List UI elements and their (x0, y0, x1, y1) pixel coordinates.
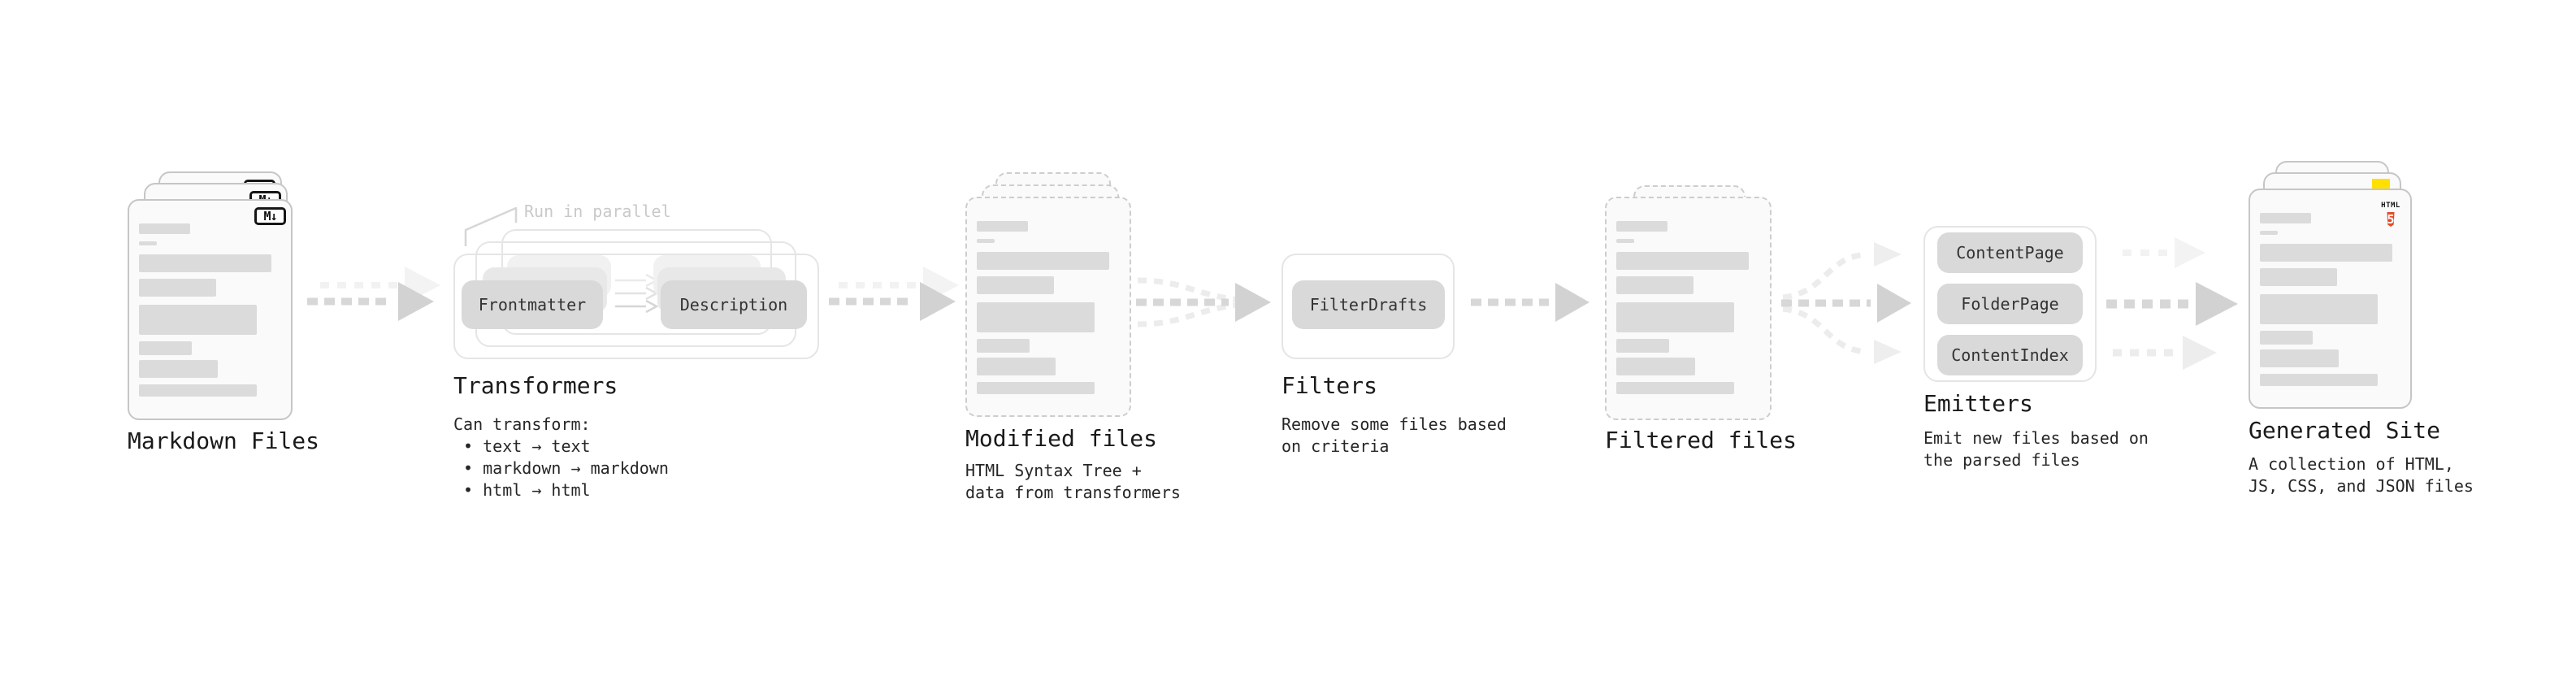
transformers-description: Can transform: • text → text • markdown … (453, 414, 669, 500)
frontmatter-pill: Frontmatter (462, 280, 603, 329)
skeleton-bar (1616, 239, 1634, 243)
skeleton-bar (139, 279, 216, 297)
skeleton-bar (2260, 231, 2278, 235)
skeleton-bar (139, 305, 257, 335)
filters-description: Remove some files based on criteria (1281, 414, 1507, 456)
skeleton-bar (1616, 252, 1749, 270)
stage-label-generated-site: Generated Site (2249, 417, 2441, 444)
modified-files-description: HTML Syntax Tree + data from transformer… (965, 461, 1181, 502)
filterdrafts-pill: FilterDrafts (1292, 280, 1445, 329)
skeleton-bar (1616, 382, 1734, 394)
stage-label-transformers: Transformers (453, 372, 618, 399)
arrow-markdown-to-transformers (307, 282, 434, 321)
skeleton-bar (977, 239, 995, 243)
skeleton-bar (2260, 294, 2378, 324)
run-in-parallel-note: Run in parallel (524, 202, 671, 221)
skeleton-bar (977, 276, 1054, 294)
filtered-file-front (1605, 197, 1772, 420)
stage-label-modified-files: Modified files (965, 425, 1158, 452)
html5-icon: HTML 5 (2380, 195, 2401, 229)
skeleton-bar (139, 384, 257, 397)
arrow-emitters-to-site (2106, 237, 2238, 370)
generated-site-description: A collection of HTML, JS, CSS, and JSON … (2249, 454, 2474, 496)
skeleton-bar (139, 254, 271, 272)
skeleton-bar (2260, 244, 2392, 262)
stage-label-emitters: Emitters (1923, 390, 2033, 417)
contentindex-pill: ContentIndex (1937, 335, 2083, 375)
description-pill: Description (661, 280, 807, 329)
markdown-file-front: M↓ (128, 199, 293, 420)
site-file-html: HTML 5 (2249, 189, 2412, 409)
skeleton-bar (2260, 374, 2378, 386)
skeleton-bar (2260, 268, 2337, 286)
skeleton-bar (1616, 358, 1695, 375)
skeleton-bar (977, 339, 1030, 353)
markdown-icon: M↓ (254, 207, 286, 225)
skeleton-bar (977, 221, 1028, 232)
contentpage-pill: ContentPage (1937, 232, 2083, 273)
skeleton-bar (1616, 221, 1667, 232)
doc-skeleton-bars (129, 201, 291, 397)
arrow-transformers-to-modified (829, 282, 956, 321)
doc-skeleton-bars (967, 198, 1130, 394)
skeleton-bar (139, 341, 192, 355)
emitters-description: Emit new files based on the parsed files (1923, 428, 2149, 470)
run-in-parallel-leader-line (464, 206, 518, 246)
arrow-modified-to-filters (1136, 277, 1271, 327)
transformer-frame-front (453, 254, 819, 359)
skeleton-bar (2260, 349, 2339, 367)
skeleton-bar (977, 252, 1109, 270)
html5-icon-shield: 5 (2387, 212, 2395, 227)
skeleton-bar (2260, 213, 2311, 223)
folderpage-pill: FolderPage (1937, 284, 2083, 324)
skeleton-bar (139, 241, 157, 245)
skeleton-bar (1616, 276, 1693, 294)
doc-skeleton-bars (1607, 198, 1770, 394)
arrow-filters-to-filtered (1471, 283, 1589, 322)
skeleton-bar (977, 358, 1056, 375)
stage-label-filtered-files: Filtered files (1605, 427, 1798, 453)
stage-label-filters: Filters (1281, 372, 1378, 399)
html5-icon-word: HTML (2381, 202, 2400, 210)
arrow-filtered-to-emitters (1781, 242, 1911, 364)
skeleton-bar (139, 360, 218, 378)
skeleton-bar (1616, 302, 1734, 332)
modified-file-front (965, 197, 1131, 417)
emitters-frame (1923, 226, 2097, 382)
skeleton-bar (139, 223, 190, 234)
skeleton-bar (2260, 331, 2313, 345)
filters-frame (1281, 254, 1455, 359)
skeleton-bar (977, 382, 1095, 394)
stage-label-markdown-files: Markdown Files (128, 427, 320, 454)
skeleton-bar (1616, 339, 1669, 353)
skeleton-bar (977, 302, 1095, 332)
doc-skeleton-bars (2250, 190, 2410, 386)
